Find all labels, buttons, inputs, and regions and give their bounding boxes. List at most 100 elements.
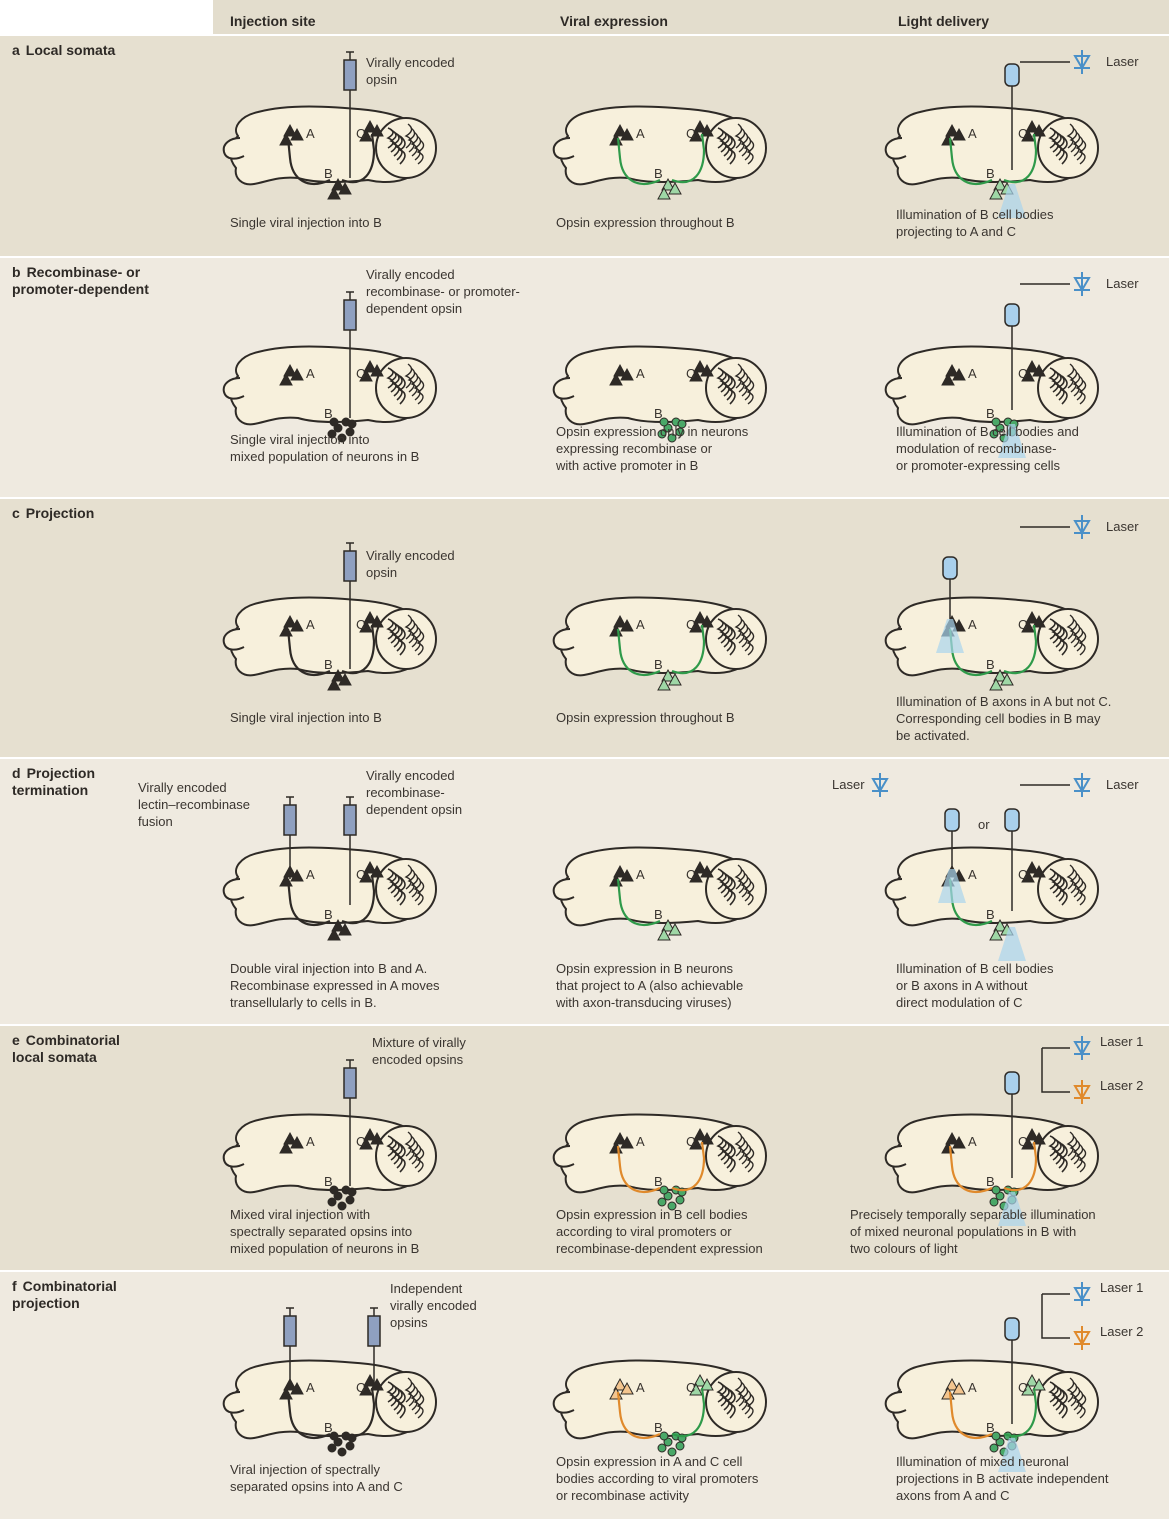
neuron-c-icon: [1021, 119, 1046, 142]
cerebellum-icon: [1037, 1371, 1099, 1433]
neuron-a-icon: [609, 363, 634, 386]
row-title-text: Projection: [25, 505, 95, 521]
opsin-projection: [616, 878, 661, 926]
neuron-c-icon: [689, 119, 714, 142]
neuron-a-icon: [279, 1131, 304, 1154]
syringe-icon: [343, 542, 357, 669]
brain-sagittal-icon: [222, 846, 437, 927]
laser-icon: [1073, 50, 1091, 74]
cerebellum-icon: [705, 357, 767, 419]
region-label-c: C: [1018, 1134, 1027, 1149]
laser-1-label: Laser 1: [1100, 1034, 1144, 1049]
brain-sagittal-icon: [552, 596, 767, 677]
region-label-a: A: [968, 126, 977, 141]
brain-sagittal-icon: [884, 1359, 1099, 1440]
syringe-a-icon: [283, 796, 297, 879]
region-label-a: A: [306, 126, 315, 141]
region-label-c: C: [356, 867, 365, 882]
laser-assembly: [1020, 515, 1091, 539]
panel-diagram-c-2: ABC: [884, 556, 1099, 691]
syringe-c-icon: [367, 1307, 381, 1390]
region-label-c: C: [356, 1134, 365, 1149]
neuron-c-icon: [1021, 1127, 1046, 1150]
laser-1-icon: [1073, 1036, 1091, 1060]
neuron-c-icon: [689, 610, 714, 633]
laser-1-label: Laser 1: [1100, 1280, 1144, 1295]
optical-fiber-icon: [1004, 63, 1020, 170]
projection-lines: [286, 1387, 376, 1439]
syringe-icon: [343, 1059, 357, 1186]
neuron-c-icon: [689, 359, 714, 382]
neuron-c-icon: [359, 1127, 384, 1150]
row-letter: b: [12, 264, 21, 280]
region-label-a: A: [968, 617, 977, 632]
laser-icon: [1073, 515, 1091, 539]
panel-diagram-b-2: ABC: [884, 303, 1099, 458]
laser-assembly: [871, 773, 1091, 797]
region-label-c: C: [686, 126, 695, 141]
region-label-c: C: [1018, 366, 1027, 381]
brain-sagittal-icon: [222, 105, 437, 186]
opsin-projection-green: [1003, 1387, 1038, 1438]
laser-left-icon: [871, 773, 889, 797]
region-label-c: C: [356, 617, 365, 632]
region-label-a: A: [636, 1380, 645, 1395]
caption-c-0: Single viral injection into B: [230, 710, 382, 725]
column-header-injection-site: Injection site: [230, 13, 316, 29]
light-cone: [998, 1438, 1026, 1472]
laser-split-arrow: [1041, 1293, 1070, 1339]
laser-assembly: [1020, 50, 1091, 74]
neuron-c-icon: [689, 1373, 714, 1396]
panel-diagram-d-1: ABC: [552, 846, 767, 941]
projection-lines: [286, 133, 376, 185]
cerebellum-icon: [375, 858, 437, 920]
projection-lines: [286, 624, 376, 676]
light-cone: [998, 1192, 1026, 1226]
brain-sagittal-icon: [552, 846, 767, 927]
neuron-c-icon: [1021, 860, 1046, 883]
syringe-icon: [343, 291, 357, 418]
cerebellum-icon: [705, 117, 767, 179]
neuron-c-icon: [1021, 610, 1046, 633]
region-label-c: C: [686, 867, 695, 882]
laser-label: Laser: [1106, 519, 1139, 534]
region-label-a: A: [306, 867, 315, 882]
laser-2-icon: [1073, 1080, 1091, 1104]
optical-fiber-icon: [1004, 303, 1020, 410]
region-label-b: B: [324, 1420, 333, 1435]
panel-diagram-b-0: ABC: [222, 291, 437, 443]
brain-sagittal-icon: [552, 105, 767, 186]
brain-sagittal-icon: [222, 345, 437, 426]
panel-diagram-f-2: ABC: [884, 1317, 1099, 1472]
laser-1-icon: [1073, 1282, 1091, 1306]
panel-diagram-c-0: ABC: [222, 542, 437, 691]
laser-2-icon: [1073, 1326, 1091, 1350]
region-label-a: A: [306, 1380, 315, 1395]
cerebellum-icon: [375, 357, 437, 419]
laser-label: Laser: [1106, 777, 1139, 792]
region-label-a: A: [968, 1134, 977, 1149]
region-label-a: A: [306, 1134, 315, 1149]
region-label-c: C: [356, 366, 365, 381]
neuron-b-icon: [327, 177, 352, 200]
panel-diagram-a-0: ABC: [222, 51, 437, 200]
caption-e-2: Precisely temporally separable illuminat…: [850, 1207, 1096, 1256]
region-label-a: A: [306, 366, 315, 381]
panel-diagram-f-1: ABC: [552, 1359, 767, 1457]
region-label-c: C: [1018, 126, 1027, 141]
row-letter: f: [12, 1278, 17, 1294]
cerebellum-icon: [1037, 117, 1099, 179]
brain-sagittal-icon: [884, 105, 1099, 186]
